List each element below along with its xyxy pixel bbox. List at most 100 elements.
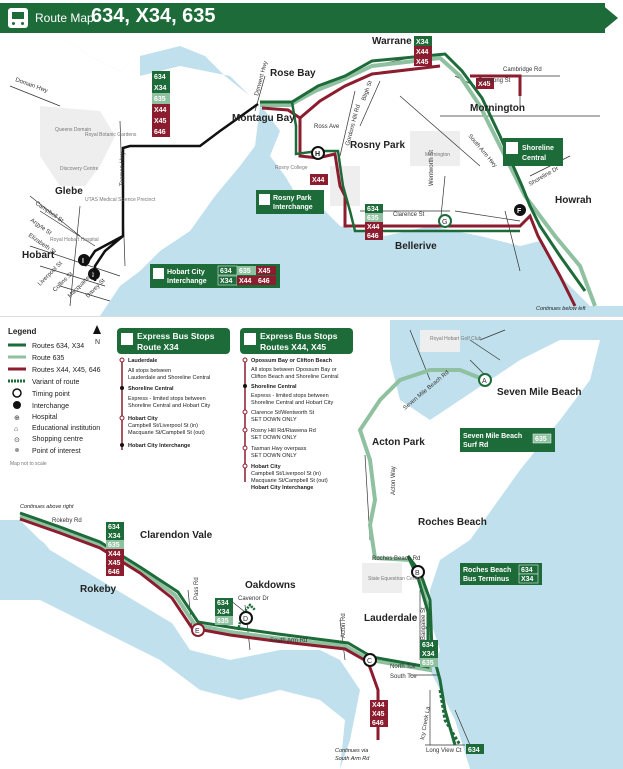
x44-line-14: Macquarie St/Campbell St (out) bbox=[251, 478, 328, 484]
place-rose-bay: Rose Bay bbox=[270, 68, 316, 79]
svg-text:X34: X34 bbox=[108, 533, 121, 540]
svg-text:Shoreline: Shoreline bbox=[522, 145, 554, 152]
south-route-box: X44 X45 646 bbox=[370, 700, 388, 727]
place-montagu-bay: Montagu Bay bbox=[232, 113, 295, 124]
svg-text:X34: X34 bbox=[416, 39, 429, 46]
svg-text:⊙: ⊙ bbox=[14, 437, 20, 444]
north-arrow: N bbox=[95, 339, 100, 346]
street-wentworth-st: Wentworth St bbox=[429, 150, 435, 186]
poi-discovery: Discovery Centre bbox=[60, 166, 99, 172]
svg-text:Express - limited stops betwee: Express - limited stops between bbox=[128, 396, 206, 402]
svg-text:646: 646 bbox=[258, 278, 270, 285]
svg-text:634: 634 bbox=[108, 524, 120, 531]
route-634-line bbox=[260, 52, 587, 292]
svg-text:B: B bbox=[415, 570, 420, 577]
poi-queens-domain: Queens Domain bbox=[55, 127, 91, 133]
domain-route-box: 634 X34 635 X44 X45 646 bbox=[152, 71, 170, 137]
place-rosny-park: Rosny Park bbox=[350, 140, 405, 151]
svg-text:⌂: ⌂ bbox=[14, 426, 18, 433]
svg-text:Lauderdale and Shoreline Centr: Lauderdale and Shoreline Central bbox=[128, 375, 210, 381]
timing-point-b: B bbox=[411, 565, 425, 579]
poi-golf-club: Royal Hobart Golf Club bbox=[430, 336, 482, 342]
timing-point-g: G bbox=[438, 214, 452, 228]
svg-text:Macquarie St/Campbell St (out): Macquarie St/Campbell St (out) bbox=[128, 430, 205, 436]
route-634-bottom bbox=[19, 511, 457, 746]
svg-text:SET DOWN ONLY: SET DOWN ONLY bbox=[251, 435, 297, 441]
svg-text:SET DOWN ONLY: SET DOWN ONLY bbox=[251, 417, 297, 423]
svg-text:X45: X45 bbox=[478, 81, 491, 88]
oakdowns-route-box: 634 X34 635 bbox=[215, 598, 233, 625]
street-south-arm-rd: South Arm Rd bbox=[270, 638, 307, 644]
section-divider bbox=[0, 316, 623, 320]
place-clarendon-vale: Clarendon Vale bbox=[140, 530, 213, 541]
street-tasman-hwy: Tasman Hwy bbox=[120, 152, 126, 186]
svg-text:Hobart City: Hobart City bbox=[251, 464, 282, 470]
svg-text:Shoreline Central and Hobart C: Shoreline Central and Hobart City bbox=[128, 403, 210, 409]
svg-text:635: 635 bbox=[239, 268, 251, 275]
svg-text:Hobart City: Hobart City bbox=[128, 416, 159, 422]
poi-botanic: Royal Botanic Gardens bbox=[85, 132, 137, 138]
svg-text:Point of interest: Point of interest bbox=[32, 448, 81, 455]
svg-text:Campbell St/Liverpool St (in): Campbell St/Liverpool St (in) bbox=[128, 423, 198, 429]
svg-text:X44: X44 bbox=[108, 551, 121, 558]
svg-text:X45: X45 bbox=[258, 268, 271, 275]
bellerive-route-box: 634 635 X44 646 bbox=[365, 204, 383, 240]
svg-text:Express - limited stops betwee: Express - limited stops between bbox=[251, 393, 329, 399]
svg-text:All stops between: All stops between bbox=[128, 368, 171, 374]
svg-text:D: D bbox=[243, 616, 248, 623]
svg-text:I: I bbox=[82, 258, 84, 265]
svg-text:X44: X44 bbox=[312, 177, 325, 184]
svg-text:634: 634 bbox=[154, 74, 166, 81]
equestrian-centre bbox=[362, 563, 402, 593]
svg-text:Timing point: Timing point bbox=[32, 391, 70, 398]
timing-point-a: A bbox=[478, 373, 492, 387]
svg-text:635: 635 bbox=[422, 660, 434, 667]
svg-text:Express Bus Stops: Express Bus Stops bbox=[260, 331, 338, 341]
svg-text:Opossum Bay or Clifton Beach: Opossum Bay or Clifton Beach bbox=[251, 358, 333, 364]
place-seven-mile-beach: Seven Mile Beach bbox=[497, 387, 581, 398]
street-clarence-st: Clarence St bbox=[393, 212, 425, 218]
svg-text:X34: X34 bbox=[220, 278, 233, 285]
svg-text:Hospital: Hospital bbox=[32, 414, 58, 421]
x44-line-15: Hobart City Interchange bbox=[251, 485, 314, 491]
place-lauderdale: Lauderdale bbox=[364, 613, 418, 624]
timing-point-i2: I bbox=[88, 268, 100, 280]
street-south-tce: South Tce bbox=[390, 674, 417, 680]
svg-text:Clifton Beach and Shoreline Ce: Clifton Beach and Shoreline Central bbox=[251, 374, 338, 380]
svg-text:X34: X34 bbox=[154, 85, 167, 92]
place-rokeby: Rokeby bbox=[80, 584, 117, 595]
poi-rosny-college: Rosny College bbox=[275, 165, 308, 171]
svg-text:Hobart City: Hobart City bbox=[167, 269, 205, 276]
svg-text:X44: X44 bbox=[239, 278, 252, 285]
bottom-map: A B C D E 634 X34 635 X44 X45 646 634 X3… bbox=[0, 318, 623, 769]
svg-text:635: 635 bbox=[535, 436, 547, 443]
svg-text:Clarence St/Wentworth St: Clarence St/Wentworth St bbox=[251, 410, 315, 416]
svg-text:646: 646 bbox=[372, 720, 384, 727]
note-continues-above-right: Continues above right bbox=[20, 504, 74, 510]
street-rokeby-rd: Rokeby Rd bbox=[52, 518, 82, 524]
svg-text:Routes X44, X45: Routes X44, X45 bbox=[260, 342, 326, 352]
svg-text:Map not to scale: Map not to scale bbox=[10, 461, 47, 467]
poi-hospital: Royal Hobart Hospital bbox=[50, 237, 99, 243]
route-634-lauderdale bbox=[438, 689, 462, 746]
street-north-tce: North Tce bbox=[390, 664, 416, 670]
svg-text:Central: Central bbox=[522, 155, 546, 162]
route-634-rosny bbox=[290, 101, 520, 233]
svg-text:C: C bbox=[367, 658, 372, 665]
svg-text:X45: X45 bbox=[108, 560, 121, 567]
svg-text:Shoreline Central and Hobart C: Shoreline Central and Hobart City bbox=[251, 400, 333, 406]
poi-mornington: Mornington bbox=[425, 152, 450, 158]
svg-text:X34: X34 bbox=[217, 609, 230, 616]
poi-utas: UTAS Medical Science Precinct bbox=[85, 197, 156, 203]
street-curraong-st: Curraong St bbox=[478, 78, 511, 84]
svg-text:635: 635 bbox=[154, 96, 166, 103]
svg-text:646: 646 bbox=[367, 233, 379, 240]
street-bangalee-st: Bangalee St bbox=[421, 607, 427, 640]
street-acton-rd: Acton Rd bbox=[341, 613, 347, 638]
place-howrah: Howrah bbox=[555, 195, 592, 206]
street-roches-beach-rd: Roches Beach Rd bbox=[372, 556, 420, 562]
svg-text:Lauderdale: Lauderdale bbox=[128, 358, 157, 364]
timing-point-c: C bbox=[363, 653, 377, 667]
